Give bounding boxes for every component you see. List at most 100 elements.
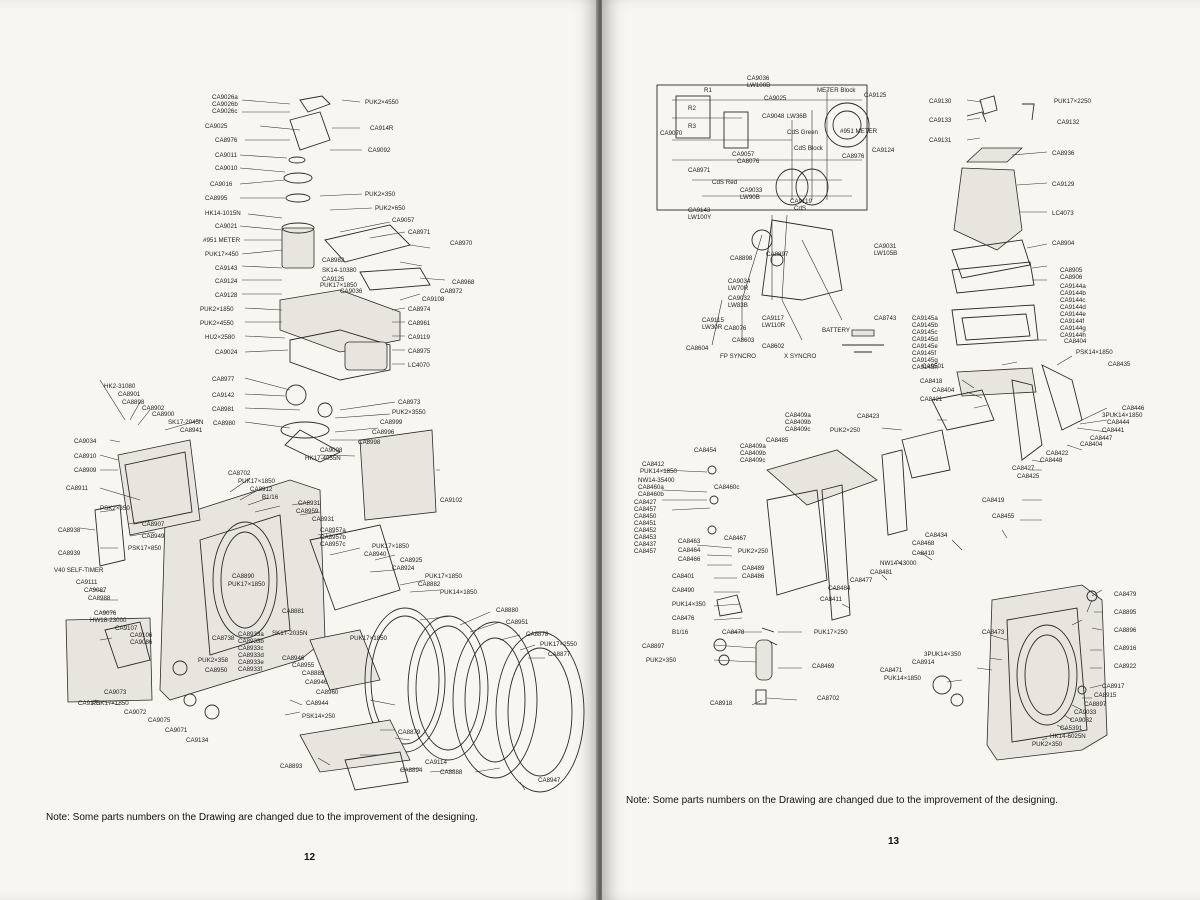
callout-label: CA914R: [370, 125, 394, 132]
callout-label: CA9102: [440, 497, 463, 504]
callout-label: CA9145h: [912, 364, 938, 371]
callout-label: CA8896: [1114, 627, 1137, 634]
callout-label: CA9133: [929, 117, 952, 124]
callout-label: CA9103: [78, 700, 101, 707]
callout-label: CA9021: [215, 223, 238, 230]
callout-label: CA8971: [408, 229, 431, 236]
callout-label: CA8905: [1060, 267, 1083, 274]
callout-label: CA8466: [678, 556, 701, 563]
callout-label: CA9025: [205, 123, 228, 130]
callout-label: V40 SELF-TIMER: [54, 567, 104, 574]
callout-label: CA8409b: [785, 419, 811, 426]
callout-label: CA8476: [672, 615, 695, 622]
callout-label: CA9145e: [912, 343, 938, 350]
callout-label: CA9032: [728, 295, 751, 302]
callout-label: CA8888: [440, 769, 463, 776]
callout-label: CA8427: [1012, 465, 1035, 472]
callout-label: CA8910: [74, 453, 97, 460]
callout-label: PUK2×358: [198, 657, 229, 664]
callout-label: CA9092: [368, 147, 391, 154]
callout-label: CA8410: [912, 550, 935, 557]
callout-label: CA8995: [205, 195, 228, 202]
callout-label: CA8894: [400, 767, 423, 774]
callout-label: HU2×2580: [205, 334, 235, 341]
callout-label: NW14-43000: [880, 560, 917, 567]
callout-label: CA8988: [88, 595, 111, 602]
callout-label: BATTERY: [822, 327, 850, 334]
callout-label: CA8467: [724, 535, 747, 542]
callout-label: CA8401: [672, 573, 695, 580]
callout-label: PSK17×850: [128, 545, 162, 552]
callout-label: CA9026b: [212, 101, 238, 108]
callout-label: CdS Red: [712, 179, 738, 186]
callout-label: CA8931: [298, 500, 321, 507]
callout-label: CA8457: [634, 548, 657, 555]
callout-label: CA5391: [1060, 725, 1083, 732]
callout-label: CA9075: [148, 717, 171, 724]
callout-label: CA8444: [1107, 419, 1130, 426]
callout-label: CA8738: [212, 635, 235, 642]
callout-label: CA8906: [1060, 274, 1083, 281]
callout-label: CA8479: [1114, 591, 1137, 598]
callout-label: CA8971: [688, 167, 711, 174]
callout-label: CA8437: [634, 541, 657, 548]
callout-label: CA9129: [1052, 181, 1075, 188]
callout-label: CA8880: [496, 607, 519, 614]
callout-label: CA8941: [180, 427, 203, 434]
callout-label: FP SYNCRO: [720, 353, 756, 360]
callout-label: CA9143: [215, 265, 238, 272]
callout-label: PUK17×1850: [320, 282, 358, 289]
callout-label: CA8977: [212, 376, 235, 383]
callout-label: SK14-10380: [322, 267, 357, 274]
callout-label: CA8434: [925, 532, 948, 539]
callout-label: CA8917: [1102, 683, 1125, 690]
callout-label: CA9115: [702, 317, 724, 324]
callout-label: CA8897: [1084, 701, 1107, 708]
callout-label: CA9144e: [1060, 311, 1086, 318]
callout-label: CA8477: [850, 577, 873, 584]
left-callout-labels: CA9026a CA9026b CA9026c PUK2×4550 CA9025…: [54, 94, 578, 784]
right-exploded-diagram: CA9036 LW100B CA9025 METER Block CA9125 …: [634, 75, 1145, 761]
callout-label: CA8452: [634, 527, 657, 534]
callout-label: CA9010: [215, 165, 238, 172]
callout-label: PUK17×450: [205, 251, 239, 258]
callout-label: CA9145c: [912, 329, 937, 336]
callout-label: CA9142: [212, 392, 235, 399]
callout-label: CA8940: [364, 551, 387, 558]
callout-label: PUK17×1850: [350, 635, 388, 642]
callout-label: CA9024: [215, 349, 238, 356]
callout-label: CA8890: [232, 573, 255, 580]
callout-label: CA8970: [450, 240, 473, 247]
callout-label: CA8957b: [320, 534, 346, 541]
callout-label: CA8898: [122, 399, 145, 406]
callout-label: CA8915: [1094, 692, 1117, 699]
callout-label: CA8425: [1017, 473, 1040, 480]
callout-label: CA9108: [422, 296, 445, 303]
callout-label: CA9016: [210, 181, 233, 188]
callout-label: CA8911: [66, 485, 88, 492]
callout-label: CA9071: [165, 727, 188, 734]
callout-label: PUK2×250: [738, 548, 769, 555]
callout-label: CA9117: [762, 315, 784, 322]
callout-label: CA8404: [932, 387, 955, 394]
callout-label: CA8924: [392, 565, 415, 572]
callout-label: CA9031: [874, 243, 897, 250]
callout-label: CA8451: [634, 520, 657, 527]
callout-label: CA9144d: [1060, 304, 1086, 311]
callout-label: CA8457: [634, 506, 657, 513]
callout-label: CA8603: [732, 337, 755, 344]
callout-label: CA8422: [1046, 450, 1069, 457]
callout-label: CA8981: [212, 406, 235, 413]
callout-label: CA9144a: [1060, 283, 1086, 290]
callout-label: CA8409a: [740, 443, 766, 450]
callout-label: CA8435: [1108, 361, 1131, 368]
callout-label: CA8473: [982, 629, 1005, 636]
callout-label: PUK17×2250: [1054, 98, 1092, 105]
callout-label: PUK2×250: [830, 427, 861, 434]
callout-label: CA8933e: [238, 659, 264, 666]
callout-label: CA8949: [142, 533, 165, 540]
callout-label: PUK2×4550: [200, 320, 234, 327]
callout-label: CA8980: [213, 420, 236, 427]
callout-label: CA8464: [678, 547, 701, 554]
